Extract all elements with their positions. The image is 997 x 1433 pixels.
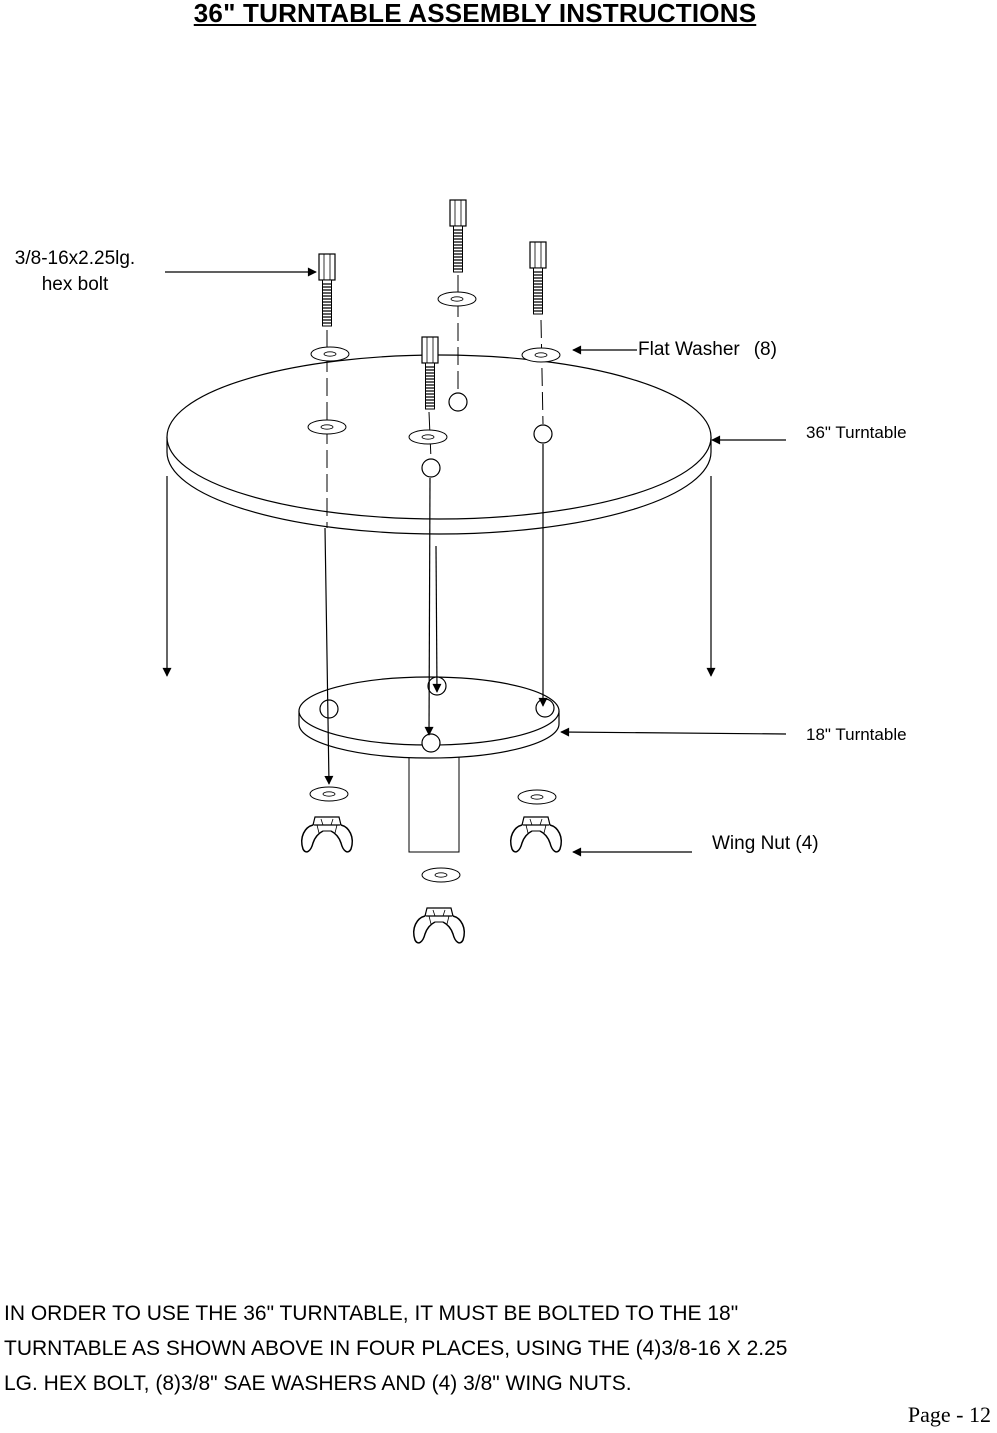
leader-lines bbox=[165, 267, 787, 857]
wing-nut-label: Wing Nut (4) bbox=[712, 833, 819, 854]
assembly-instructions: IN ORDER TO USE THE 36" TURNTABLE, IT MU… bbox=[4, 1302, 788, 1395]
flat-washer-label: Flat Washer (8) bbox=[638, 339, 777, 361]
flat-washer-label-text: Flat Washer bbox=[638, 339, 740, 360]
page-title: 36" TURNTABLE ASSEMBLY INSTRUCTIONS bbox=[193, 0, 757, 28]
turntable-36-disc bbox=[166, 354, 712, 535]
assembly-arrows bbox=[162, 444, 716, 785]
flat-washer-qty: (8) bbox=[753, 339, 777, 360]
turntable-36-label: 36" Turntable bbox=[806, 423, 907, 442]
hex-bolt-label-line1: 3/8-16x2.25lg. bbox=[14, 248, 136, 269]
hex-bolt-label: 3/8-16x2.25lg. hex bolt bbox=[5, 246, 145, 298]
turntable-36-holes bbox=[421, 392, 553, 478]
page-number: Page - 12 bbox=[907, 1402, 991, 1427]
turntable-18-label: 18" Turntable bbox=[806, 725, 907, 744]
hex-bolt-label-line2: hex bolt bbox=[41, 274, 109, 295]
